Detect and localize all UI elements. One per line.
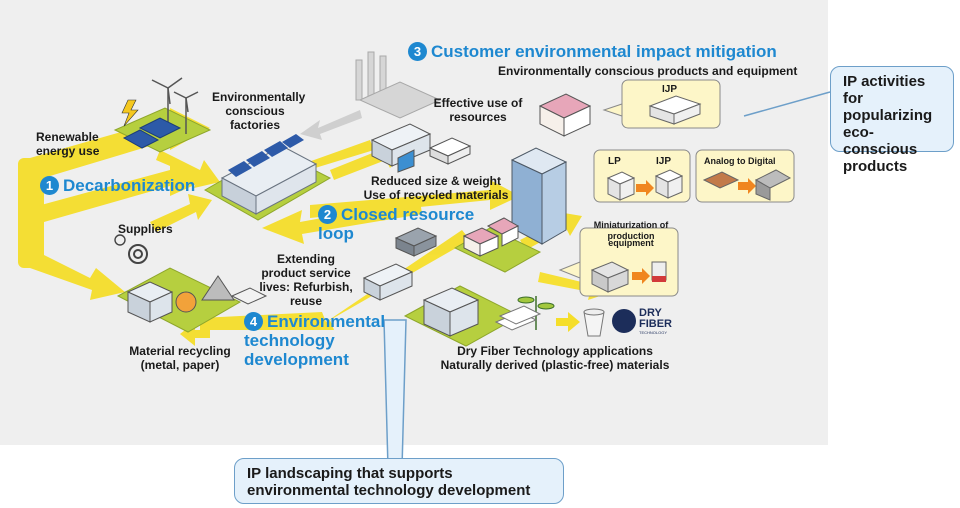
topic-number-3: 3 [408,42,427,61]
dry-fiber-logo-mark-icon [612,309,636,333]
solar-panel-icon [122,117,182,149]
truck-icon [370,123,432,173]
box-label-analog: Analog to Digital [704,156,776,166]
topic-number-2: 2 [318,205,337,224]
box-label-lp: LP [608,156,621,167]
truck-icon-lower [362,263,414,301]
topic-label-2: Closed resource loop [318,205,475,243]
arrow-renewable [156,150,220,188]
lightning-icon [121,99,139,127]
recycling-plant-icon [126,275,268,323]
paper-sheets-icon [494,305,542,331]
printer-icon [428,137,472,165]
dry-fiber-logo: DRY FIBER TECHNOLOGY [612,307,674,337]
callout-ip-landscaping: IP landscaping that supports environment… [234,458,564,504]
label-suppliers: Suppliers [118,222,173,236]
label-reduced-size: Reduced size & weight [370,174,502,188]
smokestack-icon [355,51,442,119]
arrow-to-recycling [30,248,125,300]
house-icon [538,93,592,137]
box-label-ijp-top: IJP [662,84,678,95]
diagram-background [0,0,828,445]
topic-label-4: Environmental technology development [244,312,386,369]
label-extending: Extending product service lives: Refurbi… [259,252,353,308]
label-factories: Environmentally conscious factories [212,90,306,132]
small-house-icon [462,217,520,257]
logo-sub: TECHNOLOGY [639,330,668,335]
label-renewable: Renewable energy use [36,130,100,158]
topic-label-3: Customer environmental impact mitigation [431,42,777,61]
factory-icon [220,134,318,215]
topic-number-4: 4 [244,312,263,331]
arrow-return [200,230,470,330]
callout-ip-activities: IP activities for popularizing eco-consc… [830,66,954,175]
label-natural-materials: Naturally derived (plastic-free) materia… [440,358,670,372]
topic-label-1: Decarbonization [63,176,196,195]
arrow-closed-loop-back [262,200,422,244]
label-effective-use: Effective use of resources [433,96,523,124]
arrow-to-factories-2 [30,158,210,226]
cup-icon [583,308,605,337]
logo-line-1: DRY [639,307,662,319]
label-recycled-materials: Use of recycled materials [363,188,509,202]
label-env-products: Environmentally conscious products and e… [498,64,798,78]
gear-icon [114,234,148,264]
arrow-suppliers [150,194,212,232]
logo-line-2: FIBER [639,318,672,330]
wind-turbine-icon [151,77,199,134]
dry-fiber-logo-text: DRY FIBER [639,308,672,330]
arrow-gray [300,110,362,140]
box-label-ijp-mid: IJP [656,156,672,167]
refurbish-printer-icon [394,227,438,257]
label-material-recycling: Material recycling (metal, paper) [129,344,231,372]
arrow-to-cup [556,312,580,332]
box-label-equipment: equipment [608,238,654,248]
callout-line-top [743,91,831,117]
topic-number-1: 1 [40,176,59,195]
label-dry-fiber-apps: Dry Fiber Technology applications [457,344,653,358]
drytech-building-icon [422,287,480,337]
product-boxes [558,79,795,297]
box-label-miniaturization: Miniaturization of production [593,220,669,241]
office-building-icon [510,147,568,245]
arrow-distribution [310,180,520,218]
